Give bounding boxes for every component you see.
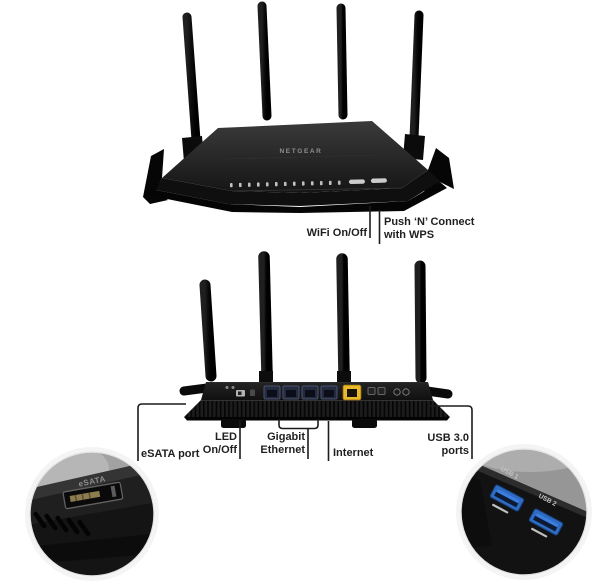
inset-ring	[29, 451, 155, 577]
foot	[221, 419, 246, 428]
wifi-button-icon	[348, 179, 365, 185]
panel-seam	[225, 154, 379, 160]
callout-wps-line2: with WPS	[384, 229, 435, 241]
antenna-icon	[414, 260, 427, 384]
antenna-hinge	[179, 383, 212, 396]
back-ports	[225, 384, 410, 401]
led-indicator-icon	[231, 386, 235, 389]
led-row	[229, 178, 387, 188]
callout-wifi-onoff: WiFi On/Off	[267, 227, 367, 240]
led-indicator-icon	[225, 386, 229, 389]
antenna-mount	[337, 371, 351, 383]
front-ridge	[231, 187, 403, 192]
esata-port-icon	[62, 481, 124, 510]
shadow-band	[30, 534, 152, 564]
back-antennas	[179, 251, 453, 399]
usb-back-port	[367, 387, 376, 395]
inset-outer-glow	[456, 444, 592, 580]
base-lip	[184, 417, 450, 421]
vent-skirt	[184, 400, 450, 417]
callout-usb-line2: ports	[441, 445, 470, 457]
router-back-view	[179, 251, 453, 428]
antenna-icon	[257, 1, 272, 121]
callout-led-line1: LED	[215, 431, 237, 443]
callout-wps: Push ‘N’ Connect with WPS	[384, 216, 474, 242]
netgear-logo: NETGEAR	[280, 148, 323, 155]
port-slot	[267, 390, 277, 397]
callout-wifi-text: WiFi On/Off	[306, 227, 367, 239]
wps-button-icon	[370, 178, 387, 183]
port-slot	[347, 389, 357, 397]
callout-esata-text: eSATA port	[141, 448, 200, 460]
power-button	[393, 388, 401, 396]
leader-esata	[137, 403, 186, 461]
left-fin	[143, 149, 168, 204]
inset-ring	[460, 448, 588, 576]
foot	[352, 419, 377, 428]
ethernet-ports	[263, 385, 338, 400]
vent-slot-icon	[55, 515, 69, 533]
switch-slider	[238, 391, 242, 395]
usb-port-icon	[528, 508, 564, 538]
callout-gigabit-line1: Gigabit	[267, 431, 305, 443]
usb-back-port	[377, 387, 386, 395]
base-shadow	[146, 182, 447, 213]
antenna-mount	[259, 371, 273, 383]
leader-gigabit-bracket	[278, 419, 319, 430]
front-body: NETGEAR	[143, 121, 454, 213]
port-slot	[324, 390, 334, 397]
antenna-icon	[336, 3, 348, 120]
front-face	[156, 170, 440, 206]
inset-esata-content: eSATA	[30, 452, 154, 576]
edge-highlight	[462, 458, 587, 519]
inset-usb-photo: USB 1 USB 2	[456, 444, 592, 580]
vent-slot-icon	[33, 511, 47, 529]
port-slot	[286, 390, 296, 397]
power-connector	[402, 388, 410, 396]
internet-port	[342, 384, 362, 401]
leader-lines	[137, 206, 473, 461]
inset-esata-photo: eSATA	[25, 447, 159, 581]
callout-usb-line1: USB 3.0	[427, 432, 469, 444]
antenna-icon	[336, 253, 350, 380]
antenna-icon	[258, 251, 273, 380]
callout-internet-text: Internet	[333, 447, 374, 459]
callout-esata-port: eSATA port	[141, 448, 199, 461]
vent-slot-icon	[77, 519, 91, 537]
inset-outer-glow	[25, 447, 159, 581]
callout-usb-ports: USB 3.0 ports	[404, 432, 469, 458]
router-top-face	[30, 461, 154, 501]
callout-wps-line1: Push ‘N’ Connect	[384, 216, 475, 228]
antenna-icon	[182, 12, 201, 145]
antenna-icon	[199, 279, 217, 382]
callout-internet: Internet	[333, 447, 373, 460]
antenna-icon	[409, 10, 424, 143]
vent-slot-icon	[66, 517, 80, 535]
router-front-view: NETGEAR	[143, 1, 454, 213]
callout-led-line2: On/Off	[202, 444, 237, 456]
callout-gigabit-line2: Ethernet	[260, 444, 305, 456]
reset-button	[250, 389, 255, 396]
vent-slot-icon	[44, 513, 58, 531]
leader-usb	[428, 405, 473, 459]
callout-led-onoff: LED On/Off	[187, 431, 237, 457]
usb-port-icon	[489, 484, 525, 514]
inset-usb-content: USB 1 USB 2	[461, 449, 587, 575]
router-front-face	[461, 458, 587, 575]
port-slot	[305, 390, 315, 397]
callout-gigabit-ethernet: Gigabit Ethernet	[240, 431, 305, 457]
